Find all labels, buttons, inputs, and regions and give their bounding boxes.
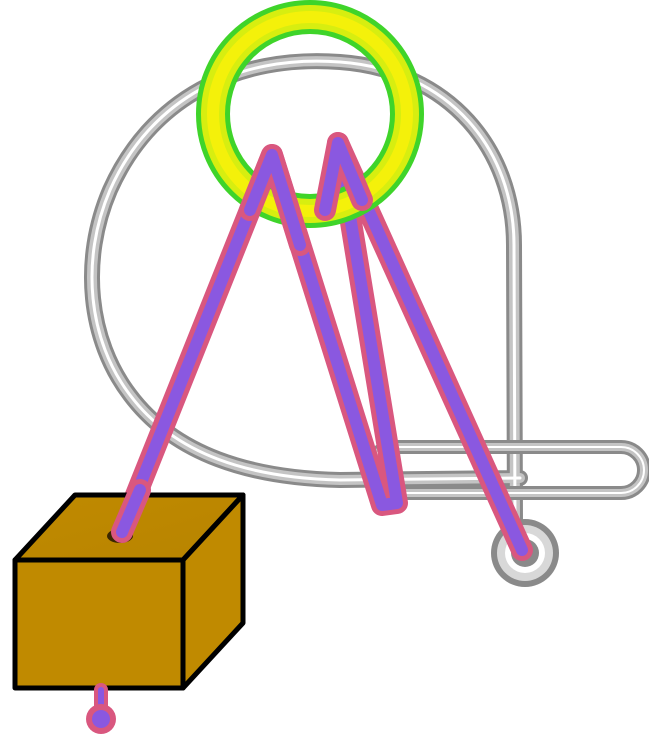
cord-end-knot bbox=[86, 690, 116, 734]
ring bbox=[213, 17, 407, 211]
